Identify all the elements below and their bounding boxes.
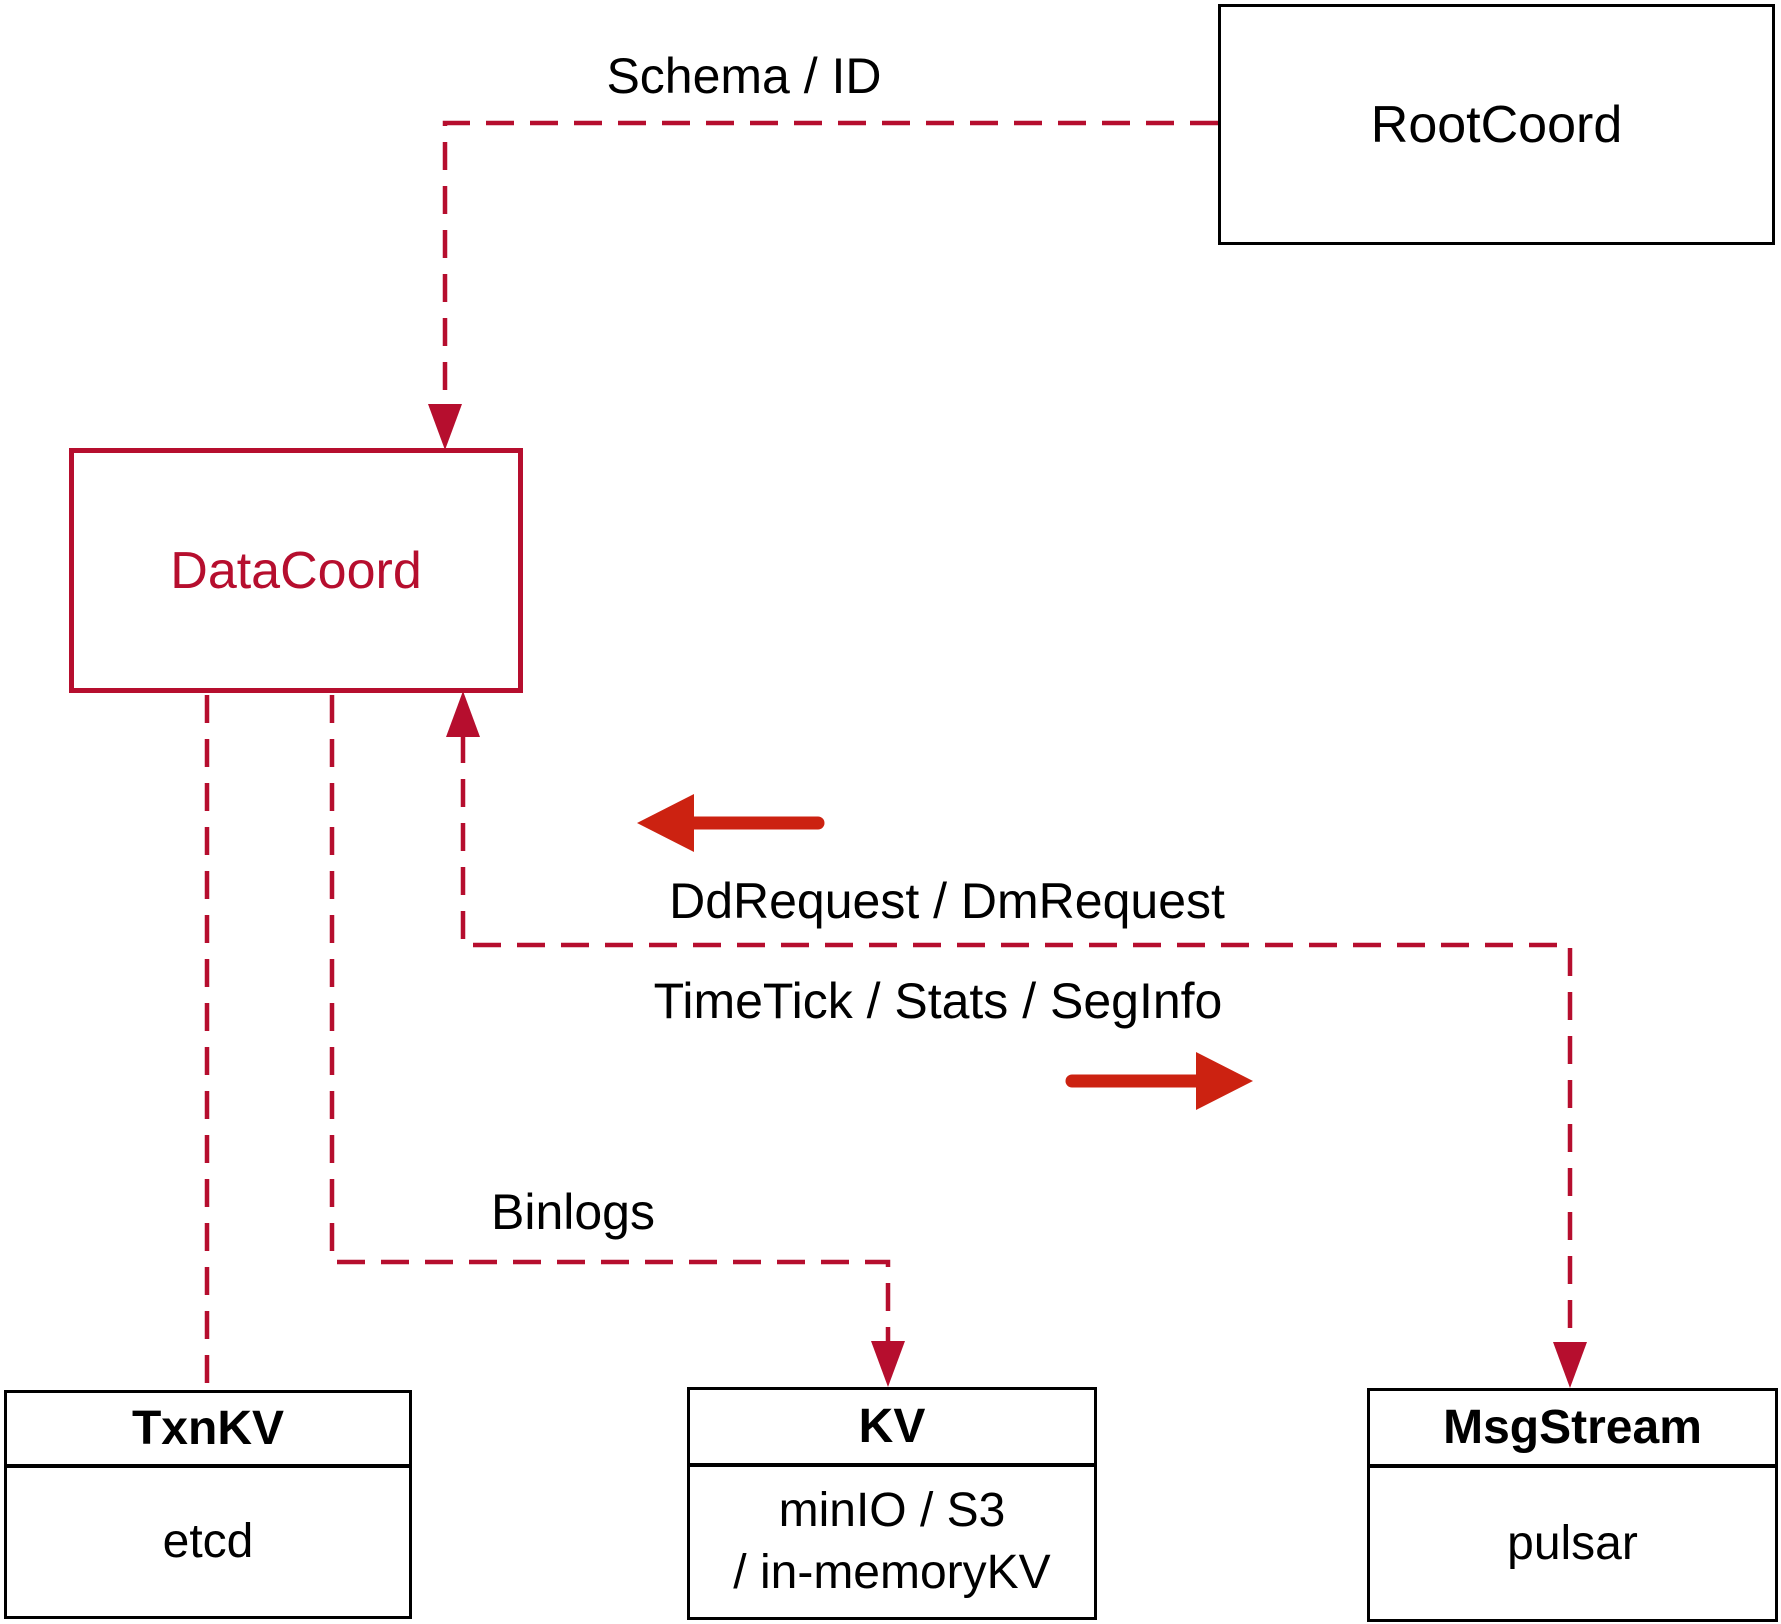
edge-binlogs-path [329,695,891,1345]
node-datacoord: DataCoord [69,448,523,693]
arrowhead-into-kv-top [871,1341,905,1387]
node-txnkv: TxnKV etcd [4,1390,412,1619]
node-kv: KV minIO / S3 / in-memoryKV [687,1387,1097,1620]
kv-body-line2: / in-memoryKV [733,1546,1051,1599]
left-direction-arrow-head [637,794,694,852]
right-direction-arrow-head [1196,1052,1253,1110]
node-rootcoord: RootCoord [1218,4,1775,245]
kv-body: minIO / S3 / in-memoryKV [690,1467,1094,1617]
rootcoord-label: RootCoord [1370,95,1623,154]
datacoord-label: DataCoord [170,541,422,600]
kv-title: KV [690,1390,1094,1467]
edge-schema-id-path [442,120,1218,408]
kv-body-line1: minIO / S3 [778,1484,1006,1537]
edge-label-binlogs: Binlogs [491,1184,655,1240]
arrowhead-into-datacoord-bottom [446,691,480,737]
msgstream-title: MsgStream [1370,1391,1775,1468]
edge-label-dd-request: DdRequest / DmRequest [669,873,1225,929]
edge-datacoord-msgstream-path [460,735,1573,1346]
edge-label-timetick: TimeTick / Stats / SegInfo [653,973,1223,1029]
txnkv-body: etcd [162,1515,254,1568]
msgstream-body: pulsar [1507,1516,1638,1570]
arrowhead-into-msgstream-top [1553,1342,1587,1388]
node-msgstream: MsgStream pulsar [1367,1388,1778,1622]
arrowhead-into-datacoord-top [428,404,462,450]
txnkv-title: TxnKV [7,1393,409,1468]
edge-label-schema-id: Schema / ID [606,48,882,104]
